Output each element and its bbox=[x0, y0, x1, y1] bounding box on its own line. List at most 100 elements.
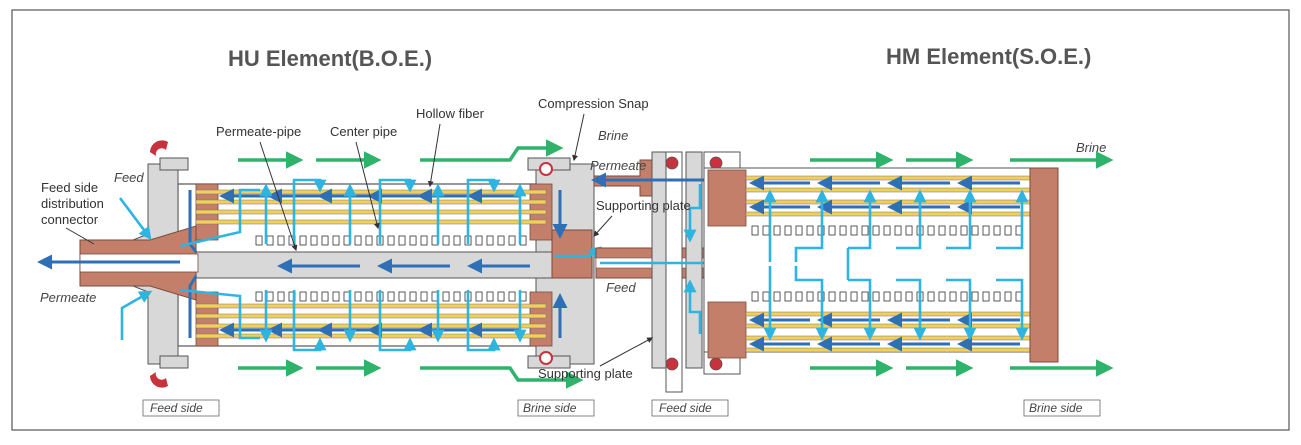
perforation bbox=[332, 235, 340, 246]
perforation bbox=[982, 291, 990, 302]
perforation bbox=[795, 291, 803, 302]
perforation bbox=[883, 225, 891, 236]
perforation bbox=[255, 235, 263, 246]
perforation bbox=[839, 291, 847, 302]
perforation bbox=[409, 235, 417, 246]
perforation bbox=[442, 291, 450, 302]
perforation bbox=[277, 235, 285, 246]
perforation bbox=[949, 291, 957, 302]
hu-element-title: HU Element(B.O.E.) bbox=[228, 46, 432, 71]
perforation bbox=[310, 291, 318, 302]
perforation bbox=[486, 235, 494, 246]
label-compression-snap: Compression Snap bbox=[538, 96, 649, 111]
perforation bbox=[266, 291, 274, 302]
perforation bbox=[861, 291, 869, 302]
perforation bbox=[850, 291, 858, 302]
side-label-brine-2: Brine side bbox=[1029, 401, 1083, 415]
side-label-feed-2: Feed side bbox=[659, 401, 712, 415]
perforation bbox=[773, 291, 781, 302]
flow-label-permeate-left: Permeate bbox=[40, 290, 96, 305]
label-supporting-plate-bottom: Supporting plate bbox=[538, 366, 633, 381]
perforation bbox=[751, 291, 759, 302]
feed-flow-arrows bbox=[118, 178, 603, 352]
perforation bbox=[784, 291, 792, 302]
perforation bbox=[321, 235, 329, 246]
perforation bbox=[850, 225, 858, 236]
perforation bbox=[266, 235, 274, 246]
perforation bbox=[927, 225, 935, 236]
perforation bbox=[453, 291, 461, 302]
perforation bbox=[321, 291, 329, 302]
supporting-plate-right bbox=[685, 151, 703, 369]
perforation bbox=[982, 225, 990, 236]
brine-flow-arrows-left bbox=[238, 139, 584, 389]
flow-label-brine-mid: Brine bbox=[598, 128, 628, 143]
perforation bbox=[949, 225, 957, 236]
perforation bbox=[872, 291, 880, 302]
clip-top-left bbox=[150, 140, 168, 156]
label-center-pipe: Center pipe bbox=[330, 124, 397, 139]
perforation bbox=[365, 291, 373, 302]
perforation bbox=[508, 291, 516, 302]
perforation bbox=[828, 225, 836, 236]
perforation bbox=[938, 225, 946, 236]
label-feed-distribution-1: Feed side bbox=[41, 180, 98, 195]
perforation bbox=[960, 225, 968, 236]
flow-label-feed-left: Feed bbox=[114, 170, 144, 185]
perforation bbox=[486, 291, 494, 302]
component-labels: Hollow fiber Compression Snap Permeate-p… bbox=[41, 96, 691, 381]
perforation bbox=[872, 225, 880, 236]
perforation bbox=[938, 291, 946, 302]
perforation bbox=[1004, 225, 1012, 236]
brine-flow-arrows-right bbox=[810, 151, 1114, 377]
perforation bbox=[387, 235, 395, 246]
label-feed-distribution-2: distribution bbox=[41, 196, 104, 211]
perforation bbox=[387, 291, 395, 302]
perforation bbox=[310, 235, 318, 246]
perforation bbox=[475, 291, 483, 302]
perforation bbox=[508, 235, 516, 246]
permeate-flow-arrows bbox=[37, 188, 568, 338]
label-permeate-pipe: Permeate-pipe bbox=[216, 124, 301, 139]
hm-element bbox=[703, 151, 1114, 377]
perforation bbox=[354, 235, 362, 246]
perforation bbox=[1004, 291, 1012, 302]
perforation bbox=[277, 291, 285, 302]
side-labels: Feed side Brine side Feed side Brine sid… bbox=[142, 399, 1101, 417]
perforation bbox=[971, 225, 979, 236]
flow-labels: Feed Permeate Brine Permeate Feed Brine bbox=[40, 128, 1106, 305]
perforation bbox=[497, 291, 505, 302]
perforation bbox=[927, 291, 935, 302]
perforation bbox=[442, 235, 450, 246]
side-label-feed-1: Feed side bbox=[150, 401, 203, 415]
side-label-brine-1: Brine side bbox=[523, 401, 577, 415]
tube-sheet-top bbox=[707, 169, 747, 227]
perforation bbox=[453, 235, 461, 246]
label-hollow-fiber: Hollow fiber bbox=[416, 106, 485, 121]
perforation bbox=[784, 225, 792, 236]
outer-border bbox=[11, 9, 1290, 431]
perforation bbox=[795, 225, 803, 236]
perforation bbox=[828, 291, 836, 302]
perforation bbox=[960, 291, 968, 302]
brine-end-plate bbox=[1029, 167, 1059, 363]
perforation bbox=[299, 291, 307, 302]
label-supporting-plate-top: Supporting plate bbox=[596, 198, 691, 213]
perforation bbox=[894, 225, 902, 236]
perforation bbox=[365, 235, 373, 246]
tube-sheet-bottom bbox=[707, 301, 747, 359]
perforation bbox=[806, 225, 814, 236]
perforation bbox=[751, 225, 759, 236]
perforation bbox=[762, 291, 770, 302]
perforation bbox=[905, 225, 913, 236]
perforation bbox=[409, 291, 417, 302]
perforation bbox=[420, 235, 428, 246]
label-feed-distribution-3: connector bbox=[41, 212, 99, 227]
perforation bbox=[806, 291, 814, 302]
perforation bbox=[299, 235, 307, 246]
flow-label-feed-mid: Feed bbox=[606, 280, 636, 295]
hm-element-title: HM Element(S.O.E.) bbox=[886, 44, 1091, 69]
hm-center-perforations bbox=[751, 225, 1023, 302]
